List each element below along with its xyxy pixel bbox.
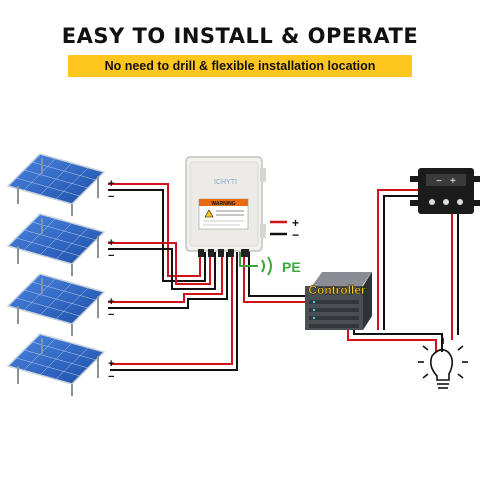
controller-output-wires xyxy=(347,189,459,352)
subtitle-banner: No need to drill & flexible installation… xyxy=(68,55,412,77)
svg-text:+: + xyxy=(108,296,114,308)
box-warning-title: WARNING xyxy=(211,201,235,207)
svg-text:−: − xyxy=(108,191,114,203)
control-module-icon: − + xyxy=(410,168,480,214)
svg-text:+: + xyxy=(450,176,456,187)
subtitle-text: No need to drill & flexible installation… xyxy=(104,59,376,73)
svg-text:−: − xyxy=(292,228,299,242)
output-polarity-marks: + − xyxy=(270,216,299,242)
panel-wires xyxy=(108,183,238,371)
box-to-controller-wires xyxy=(243,250,305,303)
ground-icon xyxy=(239,252,272,276)
svg-text:+: + xyxy=(108,178,114,190)
controller-label: Controller xyxy=(308,283,366,297)
combiner-box-icon xyxy=(185,156,266,257)
ground-label: PE xyxy=(282,259,301,275)
svg-text:−: − xyxy=(436,176,442,187)
svg-text:+: + xyxy=(108,237,114,249)
light-bulb-icon xyxy=(418,338,468,389)
solar-panel-icon xyxy=(7,213,105,277)
solar-panel-icon xyxy=(7,273,105,337)
box-brand: ICHYTI xyxy=(214,179,237,186)
svg-text:−: − xyxy=(108,250,114,262)
solar-panel-icon xyxy=(7,333,105,397)
svg-text:+: + xyxy=(292,216,299,230)
page-title: EASY TO INSTALL & OPERATE xyxy=(61,24,419,48)
solar-panel-icon xyxy=(7,153,105,217)
svg-text:−: − xyxy=(108,309,114,321)
controller-icon xyxy=(305,272,372,330)
panel-polarity-labels: + − + − + − + − xyxy=(108,178,114,383)
svg-text:−: − xyxy=(108,371,114,383)
svg-text:+: + xyxy=(108,358,114,370)
